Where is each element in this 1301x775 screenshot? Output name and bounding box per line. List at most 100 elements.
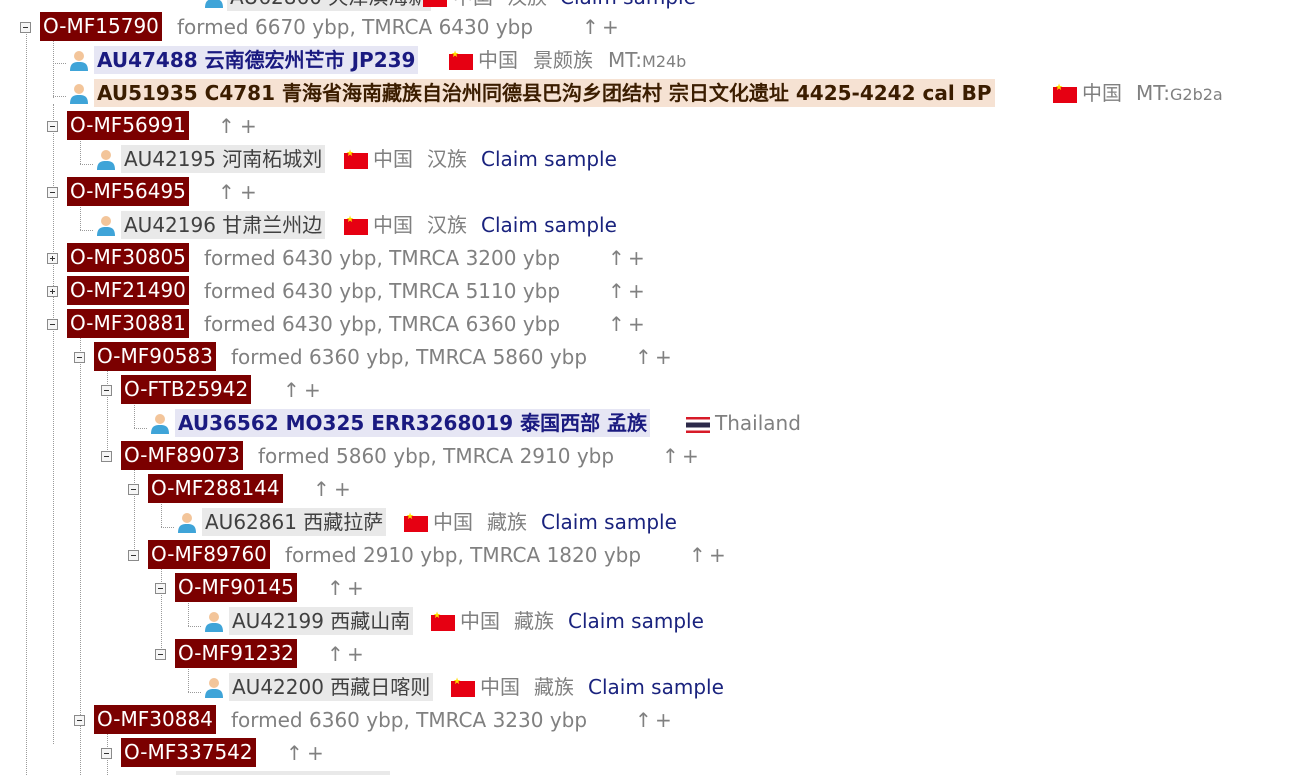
nav-up-arrow[interactable]: ↑ xyxy=(608,279,625,303)
haplogroup-label[interactable]: O-MF56495 xyxy=(67,177,189,206)
tree-connector xyxy=(53,104,54,744)
add-plus-button[interactable]: + xyxy=(347,576,364,600)
partial-sample-row xyxy=(176,771,390,775)
haplogroup-label[interactable]: O-MF90145 xyxy=(175,573,297,602)
haplogroup-label[interactable]: O-MF21490 xyxy=(67,276,189,305)
add-plus-button[interactable]: + xyxy=(240,114,257,138)
tree-toggle-minus-icon[interactable] xyxy=(74,352,85,363)
sample-country: 中国 xyxy=(373,147,413,171)
add-plus-button[interactable]: + xyxy=(334,477,351,501)
add-plus-button[interactable]: + xyxy=(709,543,726,567)
claim-sample-link[interactable]: Claim sample xyxy=(588,675,724,699)
haplogroup-label[interactable]: O-MF89760 xyxy=(148,540,270,569)
claim-sample-link[interactable]: Claim sample xyxy=(541,510,677,534)
nav-up-arrow[interactable]: ↑ xyxy=(608,312,625,336)
tree-toggle-plus-icon[interactable] xyxy=(47,286,58,297)
claim-sample-link[interactable]: Claim sample xyxy=(481,147,617,171)
add-plus-button[interactable]: + xyxy=(628,246,645,270)
tree-toggle-minus-icon[interactable] xyxy=(155,583,166,594)
haplogroup-label[interactable]: O-MF91232 xyxy=(175,639,297,668)
add-plus-button[interactable]: + xyxy=(628,279,645,303)
tree-toggle-minus-icon[interactable] xyxy=(20,22,31,33)
haplogroup-label[interactable]: O-MF30884 xyxy=(94,705,216,734)
haplogroup-label[interactable]: O-MF89073 xyxy=(121,441,243,470)
sample-id[interactable]: AU42199 西藏山南 xyxy=(229,607,414,635)
tree-connector xyxy=(161,527,174,528)
claim-sample-link[interactable]: Claim sample xyxy=(481,213,617,237)
nav-up-arrow[interactable]: ↑ xyxy=(582,15,599,39)
tree-toggle-minus-icon[interactable] xyxy=(101,385,112,396)
sample-ethnic-group: 藏族 xyxy=(534,675,574,699)
haplogroup-label[interactable]: O-MF337542 xyxy=(121,738,256,767)
tree-connector xyxy=(188,600,189,626)
add-plus-button[interactable]: + xyxy=(602,15,619,39)
sample-id[interactable]: AU47488 云南德宏州芒市 JP239 xyxy=(94,46,419,74)
tree-toggle-minus-icon[interactable] xyxy=(47,319,58,330)
tree-toggle-minus-icon[interactable] xyxy=(128,484,139,495)
nav-up-arrow[interactable]: ↑ xyxy=(635,708,652,732)
thailand-flag-icon xyxy=(686,417,710,433)
china-flag-icon xyxy=(423,0,447,7)
tree-toggle-minus-icon[interactable] xyxy=(101,451,112,462)
haplogroup-label[interactable]: O-FTB25942 xyxy=(121,375,252,404)
sample-id[interactable]: AU62860 天津滨海新 xyxy=(227,0,432,11)
mt-label: MT: xyxy=(1136,81,1171,105)
haplogroup-label[interactable]: O-MF15790 xyxy=(40,12,162,41)
tree-toggle-plus-icon[interactable] xyxy=(47,253,58,264)
tree-connector xyxy=(107,370,108,460)
add-plus-button[interactable]: + xyxy=(304,378,321,402)
haplogroup-label[interactable]: O-MF30881 xyxy=(67,309,189,338)
tree-connector xyxy=(53,96,66,97)
tree-toggle-minus-icon[interactable] xyxy=(47,121,58,132)
haplogroup-label[interactable]: O-MF56991 xyxy=(67,111,189,140)
haplogroup-info: formed 6430 ybp, TMRCA 3200 ybp xyxy=(204,246,561,270)
tree-toggle-minus-icon[interactable] xyxy=(128,550,139,561)
haplogroup-label[interactable]: O-MF90583 xyxy=(94,342,216,371)
sample-id[interactable]: AU42195 河南柘城刘 xyxy=(121,145,326,173)
nav-up-arrow[interactable]: ↑ xyxy=(218,114,235,138)
haplogroup-label[interactable]: O-MF288144 xyxy=(148,474,283,503)
nav-up-arrow[interactable]: ↑ xyxy=(327,642,344,666)
add-plus-button[interactable]: + xyxy=(682,444,699,468)
sample-ethnic-group: 汉族 xyxy=(427,213,467,237)
add-plus-button[interactable]: + xyxy=(628,312,645,336)
tree-toggle-minus-icon[interactable] xyxy=(101,748,112,759)
sample-id[interactable]: AU42200 西藏日喀则 xyxy=(229,673,434,701)
nav-up-arrow[interactable]: ↑ xyxy=(689,543,706,567)
sample-country: 中国 xyxy=(480,675,520,699)
tree-toggle-minus-icon[interactable] xyxy=(155,649,166,660)
nav-up-arrow[interactable]: ↑ xyxy=(608,246,625,270)
nav-up-arrow[interactable]: ↑ xyxy=(283,378,300,402)
sample-id[interactable]: AU36562 MO325 ERR3268019 泰国西部 孟族 xyxy=(175,409,651,437)
mt-label: MT: xyxy=(608,48,643,72)
nav-up-arrow[interactable]: ↑ xyxy=(313,477,330,501)
sample-id[interactable]: AU62861 西藏拉萨 xyxy=(202,508,387,536)
tree-connector xyxy=(80,204,81,230)
claim-sample-link[interactable]: Claim sample xyxy=(560,0,696,11)
sample-id[interactable]: AU42196 甘肃兰州边 xyxy=(121,211,326,239)
add-plus-button[interactable]: + xyxy=(655,345,672,369)
tree-toggle-minus-icon[interactable] xyxy=(47,187,58,198)
claim-sample-link[interactable]: Claim sample xyxy=(568,609,704,633)
add-plus-button[interactable]: + xyxy=(347,642,364,666)
add-plus-button[interactable]: + xyxy=(307,741,324,765)
sample-country: 中国 xyxy=(453,0,493,11)
tree-toggle-minus-icon[interactable] xyxy=(74,715,85,726)
nav-up-arrow[interactable]: ↑ xyxy=(635,345,652,369)
sample-ethnic-group: 汉族 xyxy=(427,147,467,171)
nav-up-arrow[interactable]: ↑ xyxy=(327,576,344,600)
nav-up-arrow[interactable]: ↑ xyxy=(662,444,679,468)
china-flag-icon xyxy=(344,215,368,235)
person-icon xyxy=(96,215,116,236)
add-plus-button[interactable]: + xyxy=(240,180,257,204)
sample-id[interactable]: AU51935 C4781 青海省海南藏族自治州同德县巴沟乡团结村 宗日文化遗址… xyxy=(94,79,995,107)
person-icon xyxy=(150,413,170,434)
haplogroup-info: formed 6360 ybp, TMRCA 5860 ybp xyxy=(231,345,588,369)
tree-connector xyxy=(134,469,135,559)
add-plus-button[interactable]: + xyxy=(655,708,672,732)
haplogroup-info: formed 5860 ybp, TMRCA 2910 ybp xyxy=(258,444,615,468)
nav-up-arrow[interactable]: ↑ xyxy=(286,741,303,765)
china-flag-icon xyxy=(404,512,428,532)
nav-up-arrow[interactable]: ↑ xyxy=(218,180,235,204)
haplogroup-label[interactable]: O-MF30805 xyxy=(67,243,189,272)
